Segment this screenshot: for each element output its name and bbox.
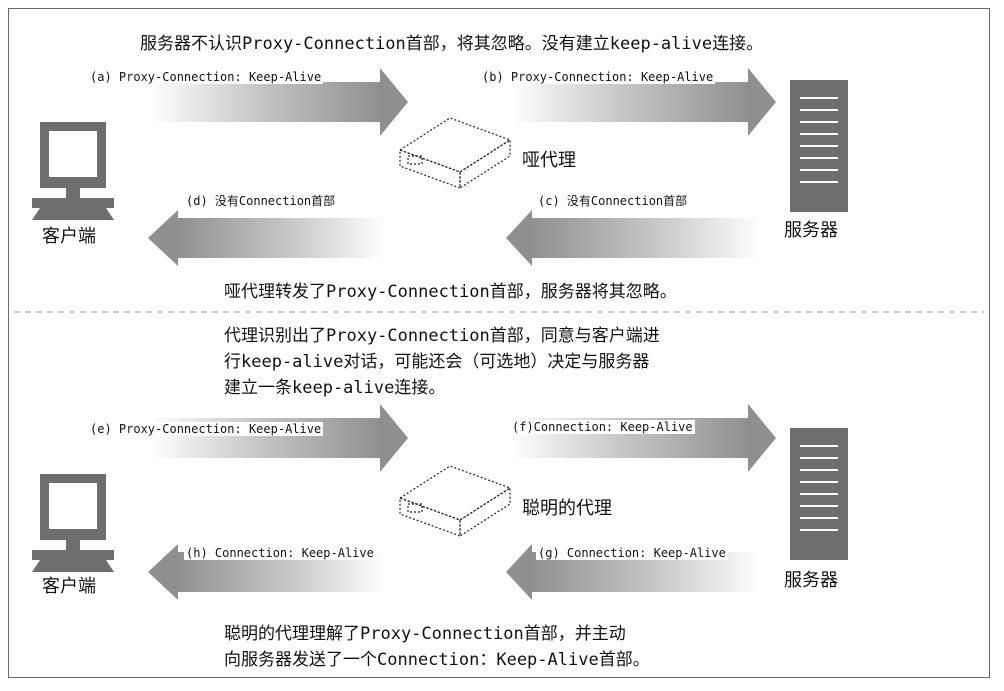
arrow-b xyxy=(510,68,776,136)
arrow-f-label: (f)Connection: Keep-Alive xyxy=(510,420,695,435)
client-computer-icon-top xyxy=(32,122,114,220)
arrow-c-label: (c) 没有Connection首部 xyxy=(536,194,690,209)
smart-proxy-label: 聪明的代理 xyxy=(522,498,612,519)
bottom-caption-line-2: 向服务器发送了一个Connection：Keep-Alive首部。 xyxy=(224,650,650,670)
arrow-d xyxy=(148,210,386,266)
arrow-a xyxy=(150,68,408,136)
arrow-g-label: (g) Connection: Keep-Alive xyxy=(536,546,728,561)
arrow-h-label: (h) Connection: Keep-Alive xyxy=(184,546,376,561)
top-bottom-caption: 哑代理转发了Proxy-Connection首部，服务器将其忽略。 xyxy=(224,282,677,302)
smart-proxy-box-icon xyxy=(398,465,512,538)
server-label-top: 服务器 xyxy=(784,220,838,241)
middle-caption-line-3: 建立一条keep-alive连接。 xyxy=(224,378,446,398)
figure-border xyxy=(8,8,990,678)
client-label-top: 客户端 xyxy=(42,226,96,247)
client-label-bottom: 客户端 xyxy=(42,576,96,597)
arrow-c xyxy=(506,210,762,266)
server-icon-top xyxy=(790,80,848,212)
bottom-caption-line-1: 聪明的代理理解了Proxy-Connection首部，并主动 xyxy=(224,624,626,644)
server-icon-bottom xyxy=(790,428,848,560)
server-label-bottom: 服务器 xyxy=(784,570,838,591)
middle-caption-line-1: 代理识别出了Proxy-Connection首部，同意与客户端进 xyxy=(224,326,660,346)
arrow-b-label: (b) Proxy-Connection: Keep-Alive xyxy=(480,70,716,85)
dumb-proxy-label: 哑代理 xyxy=(522,150,576,171)
dumb-proxy-box-icon xyxy=(398,117,512,190)
arrow-e xyxy=(150,404,408,472)
arrow-e-label: (e) Proxy-Connection: Keep-Alive xyxy=(88,422,324,437)
client-computer-icon-bottom xyxy=(32,474,114,572)
top-caption: 服务器不认识Proxy-Connection首部，将其忽略。没有建立keep-a… xyxy=(140,34,764,54)
middle-caption-line-2: 行keep-alive对话，可能还会（可选地）决定与服务器 xyxy=(224,352,650,372)
arrow-d-label: (d) 没有Connection首部 xyxy=(184,194,338,209)
arrow-f xyxy=(510,404,776,472)
arrow-a-label: (a) Proxy-Connection: Keep-Alive xyxy=(88,70,324,85)
